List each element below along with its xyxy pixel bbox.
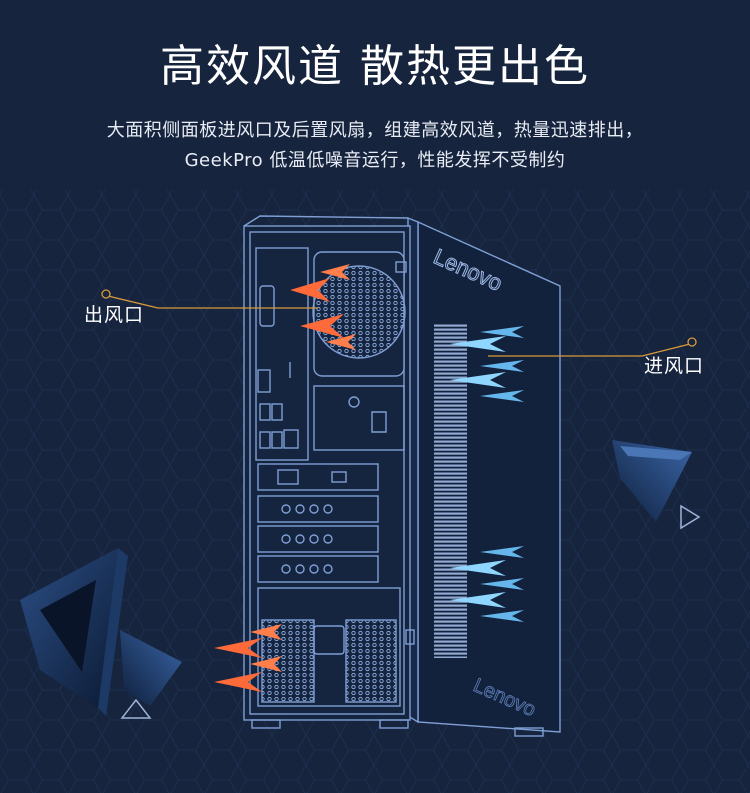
intake-arrow-icon — [450, 560, 506, 576]
intake-arrow-icon — [480, 360, 524, 372]
intake-arrow-icon — [480, 578, 524, 590]
intake-arrow-icon — [450, 592, 506, 608]
exhaust-arrow-icon — [214, 638, 262, 658]
intake-arrow-icon — [450, 372, 506, 388]
pc-tower — [243, 215, 561, 737]
exhaust-arrow-icon — [290, 278, 330, 302]
play-triangle-icon — [680, 504, 701, 530]
side-intake-vents — [434, 324, 467, 658]
inlet-label: 进风口 — [644, 355, 705, 377]
exhaust-arrow-icon — [250, 624, 282, 640]
callout-lines — [101, 289, 697, 357]
exhaust-arrows — [214, 264, 356, 692]
intake-arrow-icon — [480, 390, 524, 402]
headline: 高效风道 散热更出色 — [160, 41, 590, 92]
decorative-shards — [20, 440, 692, 716]
exhaust-arrow-icon — [250, 656, 282, 672]
exhaust-arrow-icon — [214, 672, 262, 692]
outlet-label: 出风口 — [84, 304, 145, 326]
expansion-slots — [257, 463, 379, 583]
intake-arrows — [450, 326, 524, 622]
play-triangle-icon — [120, 698, 152, 719]
intake-arrow-icon — [450, 336, 506, 352]
intake-arrow-icon — [480, 326, 524, 338]
description-line-1: 大面积侧面板进风口及后置风扇，组建高效风道，热量迅速排出， — [106, 120, 644, 141]
intake-arrow-icon — [480, 546, 524, 558]
io-shield — [255, 247, 309, 461]
exhaust-arrow-icon — [300, 314, 344, 338]
exhaust-arrow-icon — [326, 334, 356, 350]
exhaust-arrow-icon — [320, 264, 350, 280]
description-line-2: GeekPro 低温低噪音运行，性能发挥不受制约 — [184, 150, 566, 171]
intake-arrow-icon — [480, 610, 524, 622]
